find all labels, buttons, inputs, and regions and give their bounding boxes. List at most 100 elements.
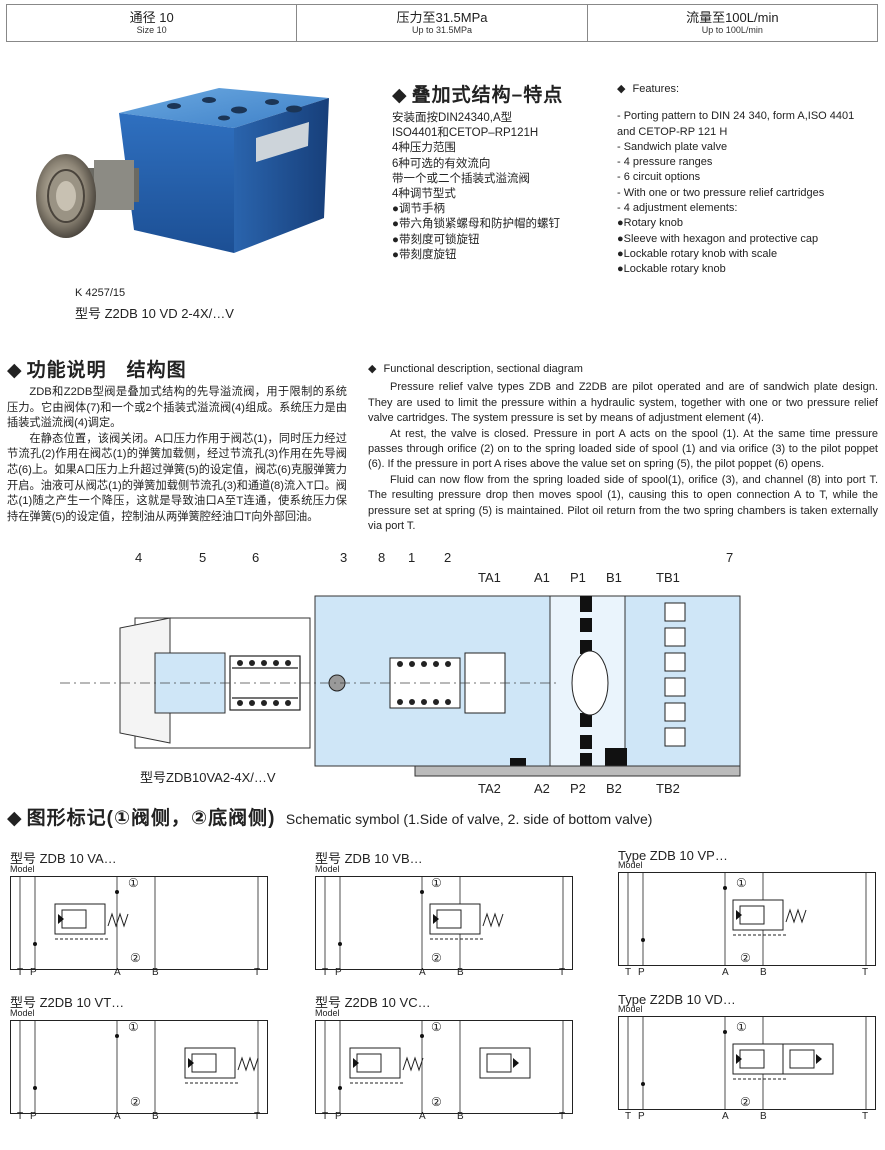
port-label: T [625,1111,632,1122]
port-label: P [335,967,342,978]
port-label: T [862,1111,869,1122]
features-cn-title: 叠加式结构–特点 [411,85,564,106]
spec-flow-en: Up to 100L/min [701,25,763,35]
product-model: 型号 Z2DB 10 VD 2-4X/…V [75,306,234,321]
symbols-title-en: Schematic symbol (1.Side of valve, 2. si… [285,811,653,827]
port-label: P [30,1111,37,1122]
port-label: T [862,967,869,978]
features-cn-item: 带一个或二个插装式溢流阀 [392,172,530,185]
symbol-drawing [10,876,268,970]
symbol-model-label: Model [315,864,340,874]
port-a2: A2 [534,781,550,796]
sectional-diagram [60,595,741,777]
features-en-item: - Sandwich plate valve [617,140,728,153]
function-cn: ◆功能说明 结构图 ZDB和Z2DB型阀是叠加式结构的先导溢流阀，用于限制的系统… [7,355,347,525]
port-label: P [335,1111,342,1122]
symbol-model-label: Model [10,864,35,874]
spec-size: 通径 10 Size 10 [7,5,298,41]
port-tb2: TB2 [656,781,680,796]
symbol-model-label: Model [618,860,643,870]
marker-valve-side: ① [431,876,442,890]
port-tb1: TB1 [656,570,680,585]
spec-bar: 通径 10 Size 10 压力至31.5MPa Up to 31.5MPa 流… [6,4,878,42]
symbols-heading-cn-wrap: ◆图形标记(①阀侧，②底阀侧) [7,808,275,829]
port-label: A [114,967,121,978]
function-en-title-wrap: ◆ Functional description, sectional diag… [368,362,878,377]
valve-product-image [36,88,329,253]
features-en-item: ●Sleeve with hexagon and protective cap [617,232,819,245]
symbol-drawing [618,872,876,966]
spec-size-cn: 通径 10 [129,10,174,25]
features-en-item: ●Lockable rotary knob [617,263,726,276]
marker-valve-side: ① [431,1020,442,1034]
port-label: B [760,967,767,978]
port-p2: P2 [570,781,586,796]
port-a1: A1 [534,570,550,585]
port-label: T [17,967,24,978]
spec-pressure-en: Up to 31.5MPa [411,25,473,35]
port-label: B [152,967,159,978]
symbol-title: 型号 Z2DB 10 VC… [315,995,431,1010]
features-cn-title-wrap: ◆叠加式结构–特点 [392,80,563,107]
marker-bottom-side: ② [130,951,141,965]
features-cn-item: 6种可选的有效流向 [392,157,491,170]
port-p1: P1 [570,570,586,585]
port-label: T [625,967,632,978]
function-cn-p2: 在静态位置，该阀关闭。A口压力作用于阀芯(1)，同时压力经过节流孔(2)作用在阀… [7,432,347,523]
features-en-item: - 4 adjustment elements: [617,202,738,215]
spec-pressure: 压力至31.5MPa Up to 31.5MPa [297,5,588,41]
symbol-drawing [618,1016,876,1110]
marker-valve-side: ① [128,1020,139,1034]
features-en-item: - With one or two pressure relief cartri… [617,186,825,199]
function-en: ◆ Functional description, sectional diag… [368,362,878,534]
callout-3: 3 [340,550,348,565]
port-label: P [30,967,37,978]
symbol-model-label: Model [618,1004,643,1014]
port-label: T [254,1111,261,1122]
features-en-item: ●Rotary knob [617,217,683,230]
function-en-body: Pressure relief valve types ZDB and Z2DB… [368,380,878,534]
marker-bottom-side: ② [431,1095,442,1109]
features-cn-item: ●调节手柄 [392,203,445,216]
port-label: A [114,1111,121,1122]
callout-1: 1 [408,550,416,565]
spec-pressure-cn: 压力至31.5MPa [396,10,488,25]
port-label: P [638,967,645,978]
symbol-model-label: Model [315,1008,340,1018]
port-label: T [254,967,261,978]
port-b2: B2 [606,781,622,796]
features-en-list: - Porting pattern to DIN 24 340, form A,… [617,109,854,277]
port-label: B [457,1111,464,1122]
symbol-title: 型号 ZDB 10 VA… [10,851,117,866]
port-label: A [419,1111,426,1122]
symbol-drawing [315,876,573,970]
diamond-icon: ◆ [617,83,626,95]
callout-6: 6 [252,550,260,565]
port-b1: B1 [606,570,622,585]
marker-bottom-side: ② [431,951,442,965]
features-en-title: Features: [632,83,679,95]
marker-valve-side: ① [736,876,747,890]
symbol-model-label: Model [10,1008,35,1018]
port-label: T [322,1111,329,1122]
port-label: B [152,1111,159,1122]
port-label: B [457,967,464,978]
product-code: K 4257/15 [75,287,126,299]
callout-7: 7 [726,550,734,565]
diamond-icon: ◆ [7,360,23,381]
features-en-item: - Porting pattern to DIN 24 340, form A,… [617,110,855,123]
port-label: T [559,967,566,978]
spec-flow: 流量至100L/min Up to 100L/min [588,5,877,41]
marker-valve-side: ① [736,1020,747,1034]
features-cn-item: ●带刻度可锁旋钮 [392,233,480,246]
symbol-title: 型号 Z2DB 10 VT… [10,995,125,1010]
features-cn-item: 安装面按DIN24340,A型 [392,112,513,124]
features-cn-item: ●带六角锁紧螺母和防护帽的螺钉 [392,218,560,231]
features-en-item: - 6 circuit options [617,171,701,184]
